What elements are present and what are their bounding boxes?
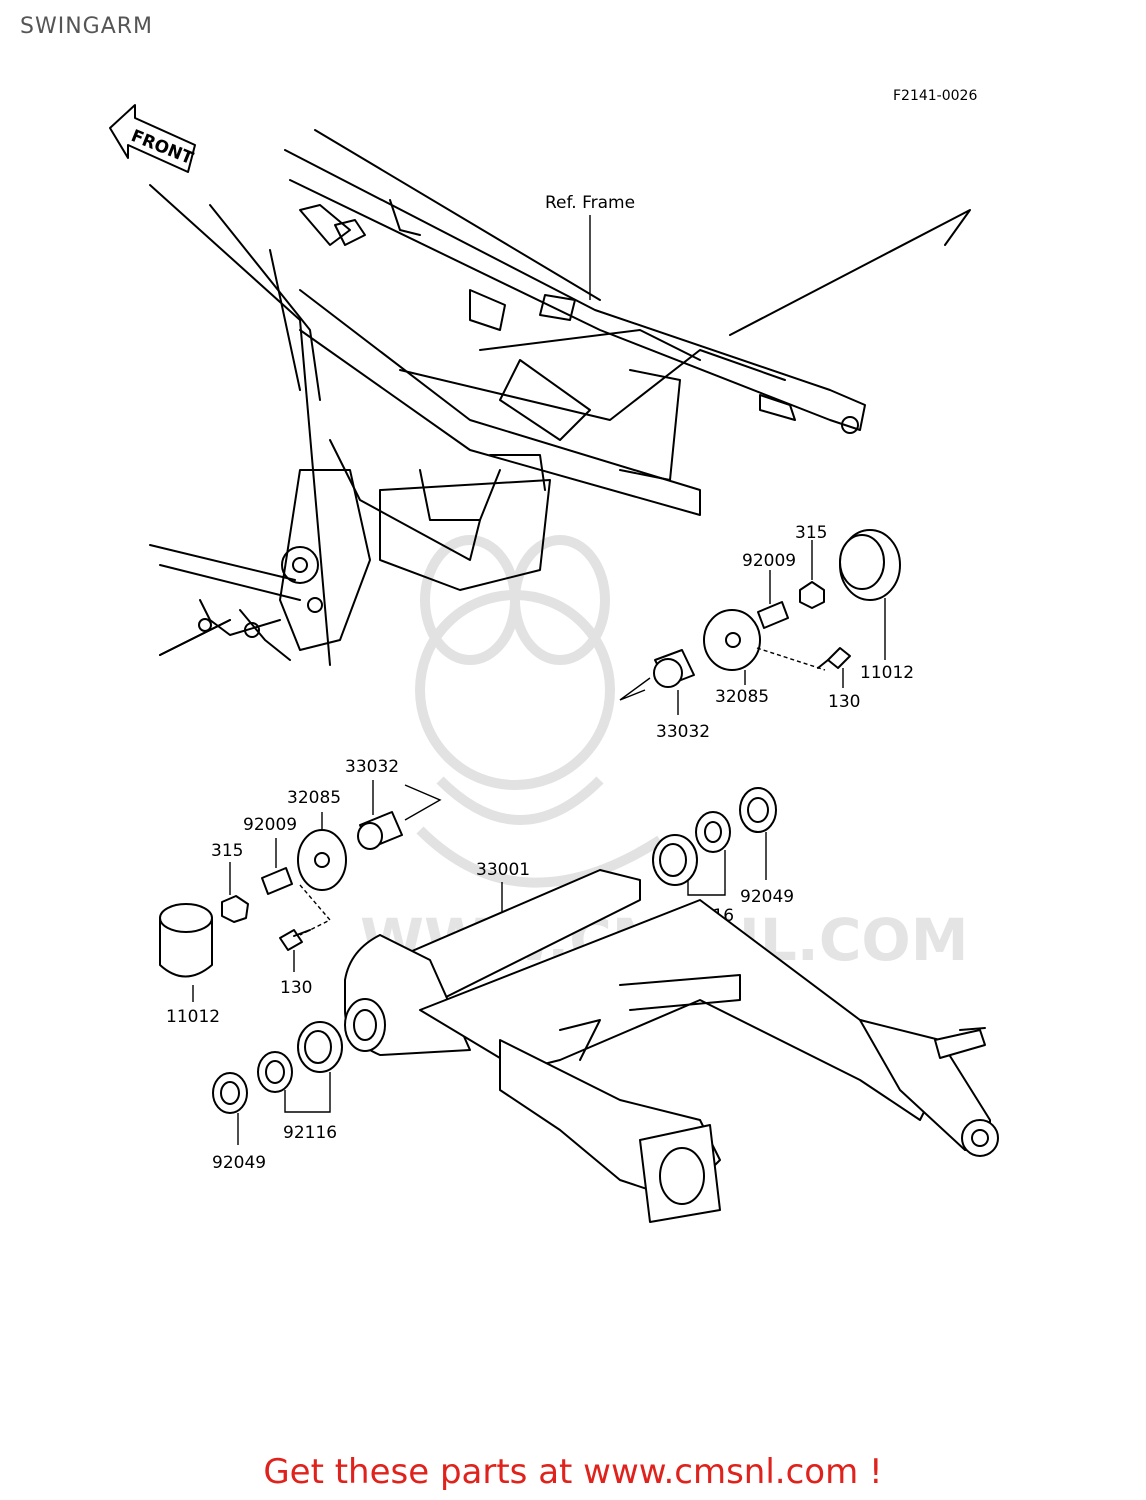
page-title: SWINGARM xyxy=(20,14,154,39)
upper-parts: 11012 315 92009 32085 130 33032 xyxy=(619,523,914,742)
parts-diagram: WWW.CMSNL.COM F2141-0026 FRONT Ref. Fram… xyxy=(109,88,999,1223)
label-315-upper: 315 xyxy=(795,523,827,543)
lower-left-parts: 33032 32085 92009 315 130 11012 92049 xyxy=(159,757,442,1173)
diagram-code: F2141-0026 xyxy=(893,88,977,104)
label-130-upper: 130 xyxy=(828,692,860,712)
ref-frame-label: Ref. Frame xyxy=(545,193,635,213)
nut-315-lower xyxy=(221,895,249,923)
swingarm-33001: 33001 xyxy=(344,860,999,1223)
label-33032-lower: 33032 xyxy=(345,757,399,777)
label-92049-left: 92049 xyxy=(212,1153,266,1173)
stud-92009-lower xyxy=(261,867,293,895)
bolt-130-lower xyxy=(279,929,303,951)
bolt-130-upper xyxy=(827,647,851,669)
label-130-lower: 130 xyxy=(280,978,312,998)
label-92009-lower: 92009 xyxy=(243,815,297,835)
label-315-lower: 315 xyxy=(211,841,243,861)
label-92116-left: 92116 xyxy=(283,1123,337,1143)
label-11012-lower: 11012 xyxy=(166,1007,220,1027)
label-32085-lower: 32085 xyxy=(287,788,341,808)
label-92009-upper: 92009 xyxy=(742,551,796,571)
front-arrow-icon: FRONT xyxy=(109,104,196,173)
label-92049-right: 92049 xyxy=(740,887,794,907)
label-11012-upper: 11012 xyxy=(860,663,914,683)
label-32085-upper: 32085 xyxy=(715,687,769,707)
footer-cta-link[interactable]: Get these parts at www.cmsnl.com ! xyxy=(263,1452,883,1492)
label-33032-upper: 33032 xyxy=(656,722,710,742)
nut-315-upper xyxy=(799,581,825,609)
label-33001: 33001 xyxy=(476,860,530,880)
watermark-logo: WWW.CMSNL.COM xyxy=(360,535,968,974)
frame-drawing xyxy=(149,129,971,666)
lower-right-parts: 92116 92049 xyxy=(652,787,794,926)
stud-92009-upper xyxy=(757,601,789,629)
